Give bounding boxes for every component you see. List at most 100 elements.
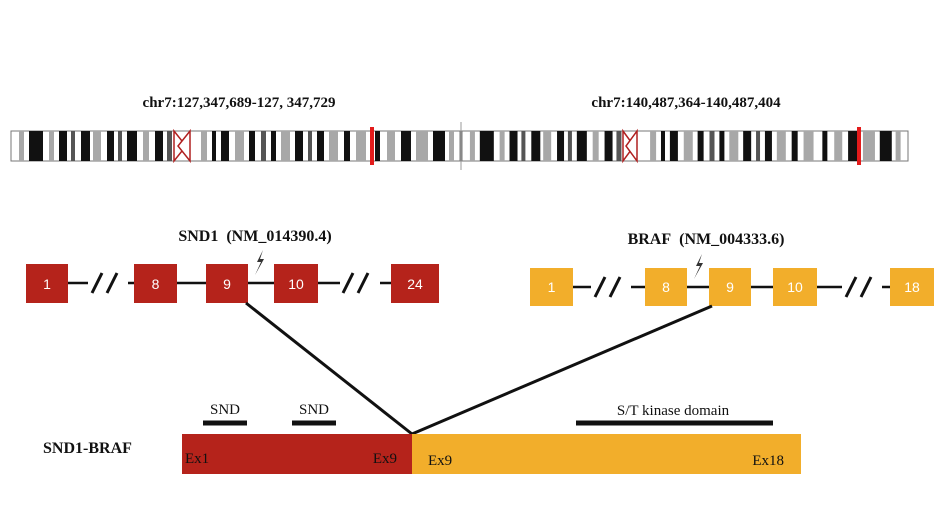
chromosome-band — [756, 131, 761, 161]
chromosome-band — [143, 131, 149, 161]
fusion-braf-segment — [412, 434, 801, 474]
chromosome-band — [387, 131, 395, 161]
chromosome-band — [281, 131, 290, 161]
snd1-exon-9: 9 — [206, 264, 248, 303]
chromosome-band — [776, 131, 786, 161]
braf-exon-18: 18 — [890, 268, 934, 306]
chromosome-band — [329, 131, 338, 161]
chromosome-band — [19, 131, 24, 161]
fusion-braf-end-label: Ex18 — [752, 453, 784, 469]
svg-text:SND: SND — [210, 402, 240, 418]
break-mark — [593, 276, 607, 298]
chromosome-band — [499, 131, 505, 161]
chromosome-band — [167, 131, 172, 161]
break-mark — [844, 276, 858, 298]
fusion-snd1-start-label: Ex1 — [185, 451, 209, 467]
snd-domain-2: SND — [292, 402, 336, 426]
chromosome-band — [449, 131, 454, 161]
chromosome-band — [201, 131, 207, 161]
chromosome-band — [433, 131, 445, 161]
chromosome-band — [71, 131, 75, 161]
braf-exon-8: 8 — [645, 268, 687, 306]
svg-text:9: 9 — [726, 279, 734, 295]
break-mark — [105, 272, 119, 294]
braf-gene-model: 1 8 9 10 18 — [530, 254, 934, 306]
chromosome-band — [822, 131, 828, 161]
chromosome-band — [791, 131, 798, 161]
svg-text:9: 9 — [223, 276, 231, 292]
braf-gene-title: BRAF (NM_004333.6) — [628, 231, 785, 248]
break-mark — [90, 272, 104, 294]
break-mark — [341, 272, 355, 294]
svg-text:18: 18 — [904, 279, 920, 295]
fusion-snd1-segment — [182, 434, 412, 474]
chromosome-band — [683, 131, 693, 161]
chromosome-band — [531, 131, 541, 161]
chromosome-band — [375, 131, 380, 161]
chromosome-band — [576, 131, 587, 161]
chromosome-band — [660, 131, 665, 161]
chromosome-band — [616, 131, 622, 161]
svg-text:10: 10 — [288, 276, 304, 292]
svg-text:24: 24 — [407, 276, 423, 292]
chromosome-band — [59, 131, 67, 161]
chromosome-band — [81, 131, 90, 161]
chromosome-band — [401, 131, 411, 161]
chromosome-band — [650, 131, 657, 161]
chromosome-band — [604, 131, 613, 161]
svg-text:SND: SND — [299, 402, 329, 418]
chromosome-band — [543, 131, 552, 161]
snd1-fusion-connector — [245, 301, 413, 436]
chromosome-band — [249, 131, 255, 161]
snd1-exon-1: 1 — [26, 264, 68, 303]
kinase-domain: S/T kinase domain — [576, 403, 773, 426]
chromosome-band — [295, 131, 303, 161]
fusion-snd1-end-label: Ex9 — [373, 451, 397, 467]
snd-domain-1: SND — [203, 402, 247, 426]
lightning-bolt-icon — [694, 254, 703, 279]
chromosome-band — [29, 131, 43, 161]
chromosome-band — [221, 131, 229, 161]
braf-fusion-connector — [411, 304, 713, 436]
break-mark — [859, 276, 873, 298]
chromosome-band — [469, 131, 475, 161]
chromosome-band — [803, 131, 814, 161]
chromosome-band — [317, 131, 324, 161]
chromosome-bands — [469, 131, 901, 161]
chromosome-band — [719, 131, 725, 161]
chromosome-band — [118, 131, 122, 161]
chromosome-band — [567, 131, 572, 161]
snd1-gene-title: SND1 (NM_014390.4) — [178, 228, 331, 245]
snd1-exon-10: 10 — [274, 264, 318, 303]
break-mark — [356, 272, 370, 294]
chromosome-band — [862, 131, 875, 161]
fusion-label: SND1-BRAF — [43, 440, 132, 457]
lightning-bolt-icon — [255, 250, 264, 275]
left-chromosome-coordinate: chr7:127,347,689-127, 347,729 — [143, 95, 336, 111]
chromosome-band — [212, 131, 216, 161]
chromosome-band — [416, 131, 428, 161]
centromere — [625, 128, 638, 164]
svg-text:1: 1 — [43, 276, 51, 292]
right-chromosome-ideogram — [461, 127, 909, 165]
centromere — [177, 128, 191, 164]
chromosome-band — [592, 131, 599, 161]
chromosome-band — [697, 131, 704, 161]
snd1-exon-8: 8 — [134, 264, 177, 303]
chromosome-band — [344, 131, 350, 161]
braf-exon-1: 1 — [530, 268, 573, 306]
chromosome-band — [557, 131, 565, 161]
chromosome-band — [669, 131, 678, 161]
chromosome-band — [743, 131, 752, 161]
chromosome-band — [127, 131, 137, 161]
chromosome-band — [764, 131, 772, 161]
chromosome-band — [93, 131, 101, 161]
braf-exon-10: 10 — [773, 268, 817, 306]
braf-exon-9: 9 — [709, 268, 751, 306]
chromosome-band — [49, 131, 54, 161]
chromosome-band — [895, 131, 901, 161]
chromosome-band — [235, 131, 244, 161]
right-chromosome-coordinate: chr7:140,487,364-140,487,404 — [591, 95, 781, 111]
chromosome-band — [271, 131, 276, 161]
